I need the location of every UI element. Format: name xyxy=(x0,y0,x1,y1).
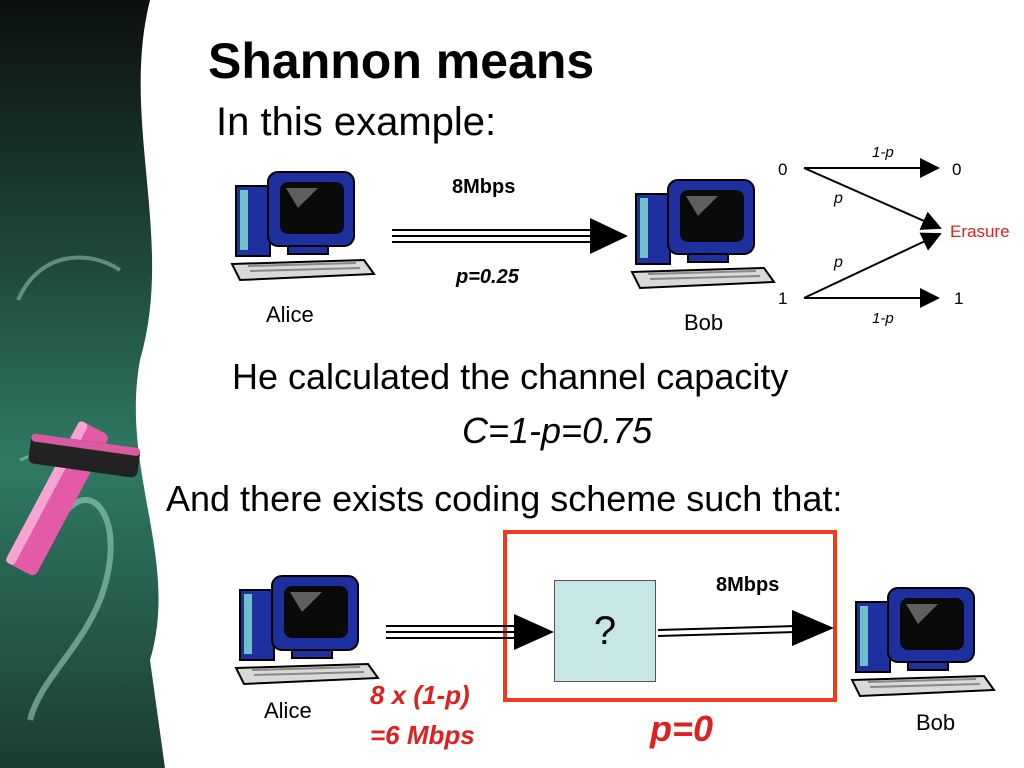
top-prob-label: p=0.25 xyxy=(456,266,519,288)
encoder-label: ? xyxy=(593,608,617,653)
encoder-box: ? xyxy=(554,580,656,682)
bob-computer-icon-bottom xyxy=(850,587,996,698)
capacity-formula: C=1-p=0.75 xyxy=(462,410,653,451)
alice-label-bottom: Alice xyxy=(264,698,312,723)
chalkboard-background xyxy=(0,0,200,768)
coding-scheme-highlight xyxy=(503,530,837,702)
output-arrow xyxy=(657,610,834,646)
edge-0-to-erasure xyxy=(803,167,942,230)
effective-rate-line-2: =6 Mbps xyxy=(370,720,475,750)
edge-1-to-erasure xyxy=(803,232,942,299)
effective-rate-line-1: 8 x (1-p) xyxy=(370,680,470,710)
input-1-label: 1 xyxy=(778,289,788,308)
alice-label: Alice xyxy=(266,302,314,327)
erasure-channel-diagram xyxy=(803,158,942,308)
top-channel-arrow xyxy=(392,218,628,254)
top-rate-label: 8Mbps xyxy=(452,176,516,198)
output-0-label: 0 xyxy=(952,160,962,179)
bottom-prob-label: p=0 xyxy=(650,708,714,749)
bottom-edge-label: 1-p xyxy=(872,310,894,327)
coding-scheme-text: And there exists coding scheme such that… xyxy=(166,478,843,519)
erasure-label: Erasure xyxy=(950,222,1010,241)
slide-title: Shannon means xyxy=(208,33,595,89)
top-edge-label: 1-p xyxy=(872,144,894,161)
slide-subtitle: In this example: xyxy=(216,100,497,144)
output-1-label: 1 xyxy=(954,289,964,308)
alice-computer-icon-bottom xyxy=(234,575,380,686)
lower-p-label: p xyxy=(834,254,843,271)
input-arrow xyxy=(386,614,554,650)
input-0-label: 0 xyxy=(778,160,788,179)
bob-label: Bob xyxy=(684,310,724,335)
alice-computer-icon xyxy=(230,171,376,282)
bob-label-bottom: Bob xyxy=(916,710,956,735)
bob-computer-icon xyxy=(630,179,776,290)
bottom-rate-label: 8Mbps xyxy=(716,574,780,596)
capacity-text: He calculated the channel capacity xyxy=(232,356,789,397)
upper-p-label: p xyxy=(834,190,843,207)
